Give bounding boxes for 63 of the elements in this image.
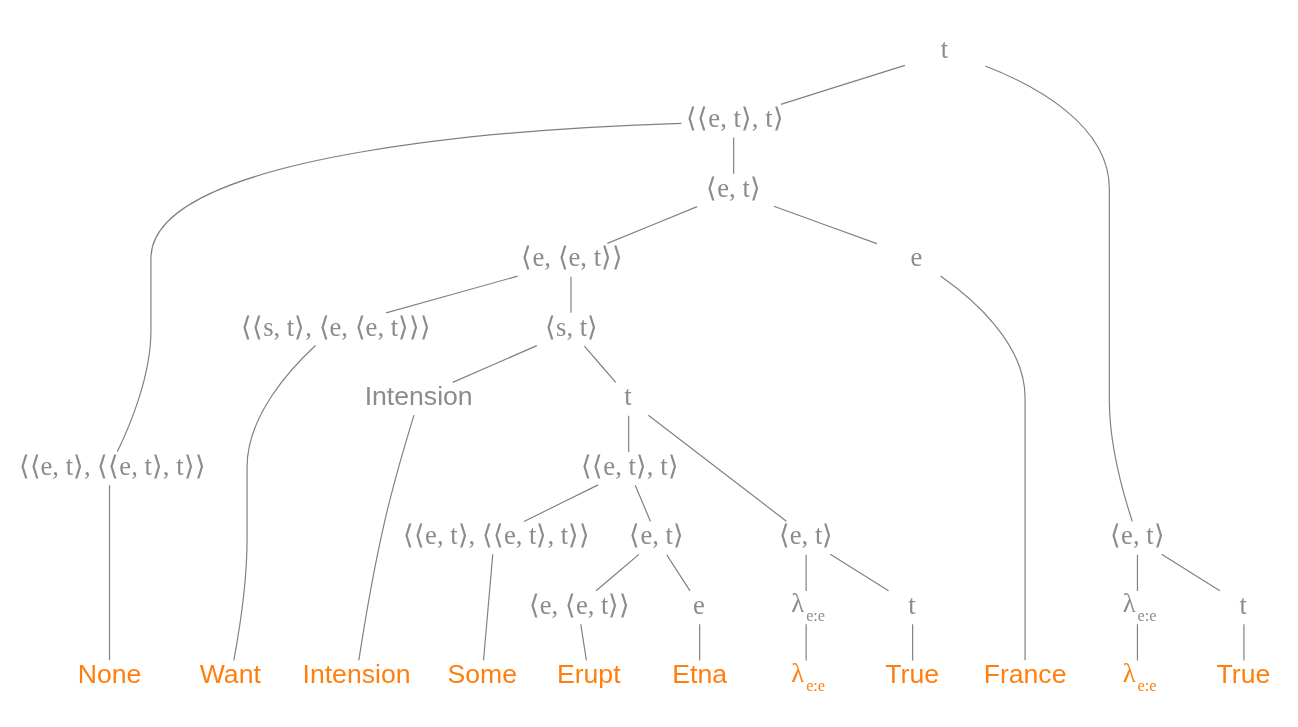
- connector: [634, 484, 652, 522]
- connector: [939, 275, 1026, 661]
- node-text: t: [624, 380, 632, 411]
- connector: [805, 623, 807, 661]
- connector: [1136, 553, 1139, 591]
- node-text: None: [77, 658, 142, 689]
- node-text: Etna: [672, 658, 728, 689]
- node-text: Erupt: [556, 658, 621, 689]
- connector: [482, 553, 494, 661]
- node-text: True: [885, 658, 940, 689]
- node-text: ⟨s, t⟩: [545, 311, 599, 342]
- node-text: True: [1216, 658, 1271, 689]
- connector: [912, 623, 914, 661]
- node-text: λ$_{e:e}$: [1122, 587, 1157, 625]
- node-text: λ$_{e:e}$: [791, 587, 826, 625]
- connector: [385, 275, 519, 313]
- connector: [699, 623, 701, 661]
- connector: [733, 136, 735, 174]
- connector: [666, 553, 691, 591]
- connector: [523, 483, 599, 522]
- node-text: Intension: [302, 658, 411, 689]
- node-text: France: [983, 658, 1067, 689]
- node-text: ⟨e, t⟩: [778, 519, 834, 550]
- node-text: t: [908, 589, 916, 620]
- connector: [773, 205, 878, 244]
- connector: [805, 553, 807, 591]
- node-text: t: [1239, 589, 1247, 620]
- node-text: ⟨⟨e, t⟩, t⟩: [581, 450, 679, 481]
- node-text: t: [940, 33, 949, 64]
- connector: [984, 64, 1133, 522]
- connector: [1161, 553, 1221, 591]
- connector: [583, 345, 617, 383]
- node-text: ⟨⟨e, t⟩, t⟩: [686, 102, 784, 133]
- connector: [116, 122, 683, 452]
- node-text: ⟨e, ⟨e, t⟩⟩: [521, 241, 624, 272]
- connector: [358, 413, 415, 661]
- node-text: ⟨e, t⟩: [706, 172, 761, 203]
- connector: [108, 484, 111, 661]
- connector: [570, 275, 572, 313]
- connector: [595, 553, 640, 591]
- connector: [647, 414, 787, 522]
- connector: [452, 344, 538, 383]
- node-text: e: [910, 241, 923, 272]
- node-text: ⟨e, ⟨e, t⟩⟩: [528, 589, 631, 620]
- node-text: Want: [199, 658, 261, 689]
- node-text: λ$_{e:e}$: [791, 657, 826, 695]
- connector: [606, 205, 698, 244]
- node-text: e: [693, 589, 705, 620]
- node-text: ⟨⟨e, t⟩, ⟨⟨e, t⟩, t⟩⟩: [18, 450, 206, 481]
- node-text: ⟨e, t⟩: [1110, 519, 1165, 550]
- connector: [233, 344, 317, 661]
- node-text: ⟨⟨e, t⟩, ⟨⟨e, t⟩, t⟩⟩: [403, 519, 591, 550]
- connector: [780, 64, 906, 105]
- connector: [1136, 623, 1139, 661]
- connector: [829, 553, 890, 591]
- node-text: ⟨e, t⟩: [629, 519, 684, 550]
- connector: [628, 414, 630, 452]
- node-text: λ$_{e:e}$: [1122, 657, 1157, 695]
- connector: [1243, 623, 1245, 661]
- node-text: Some: [447, 658, 517, 689]
- connector: [580, 623, 587, 661]
- node-text: Intension: [364, 380, 473, 411]
- node-text: ⟨⟨s, t⟩, ⟨e, ⟨e, t⟩⟩⟩: [241, 311, 432, 342]
